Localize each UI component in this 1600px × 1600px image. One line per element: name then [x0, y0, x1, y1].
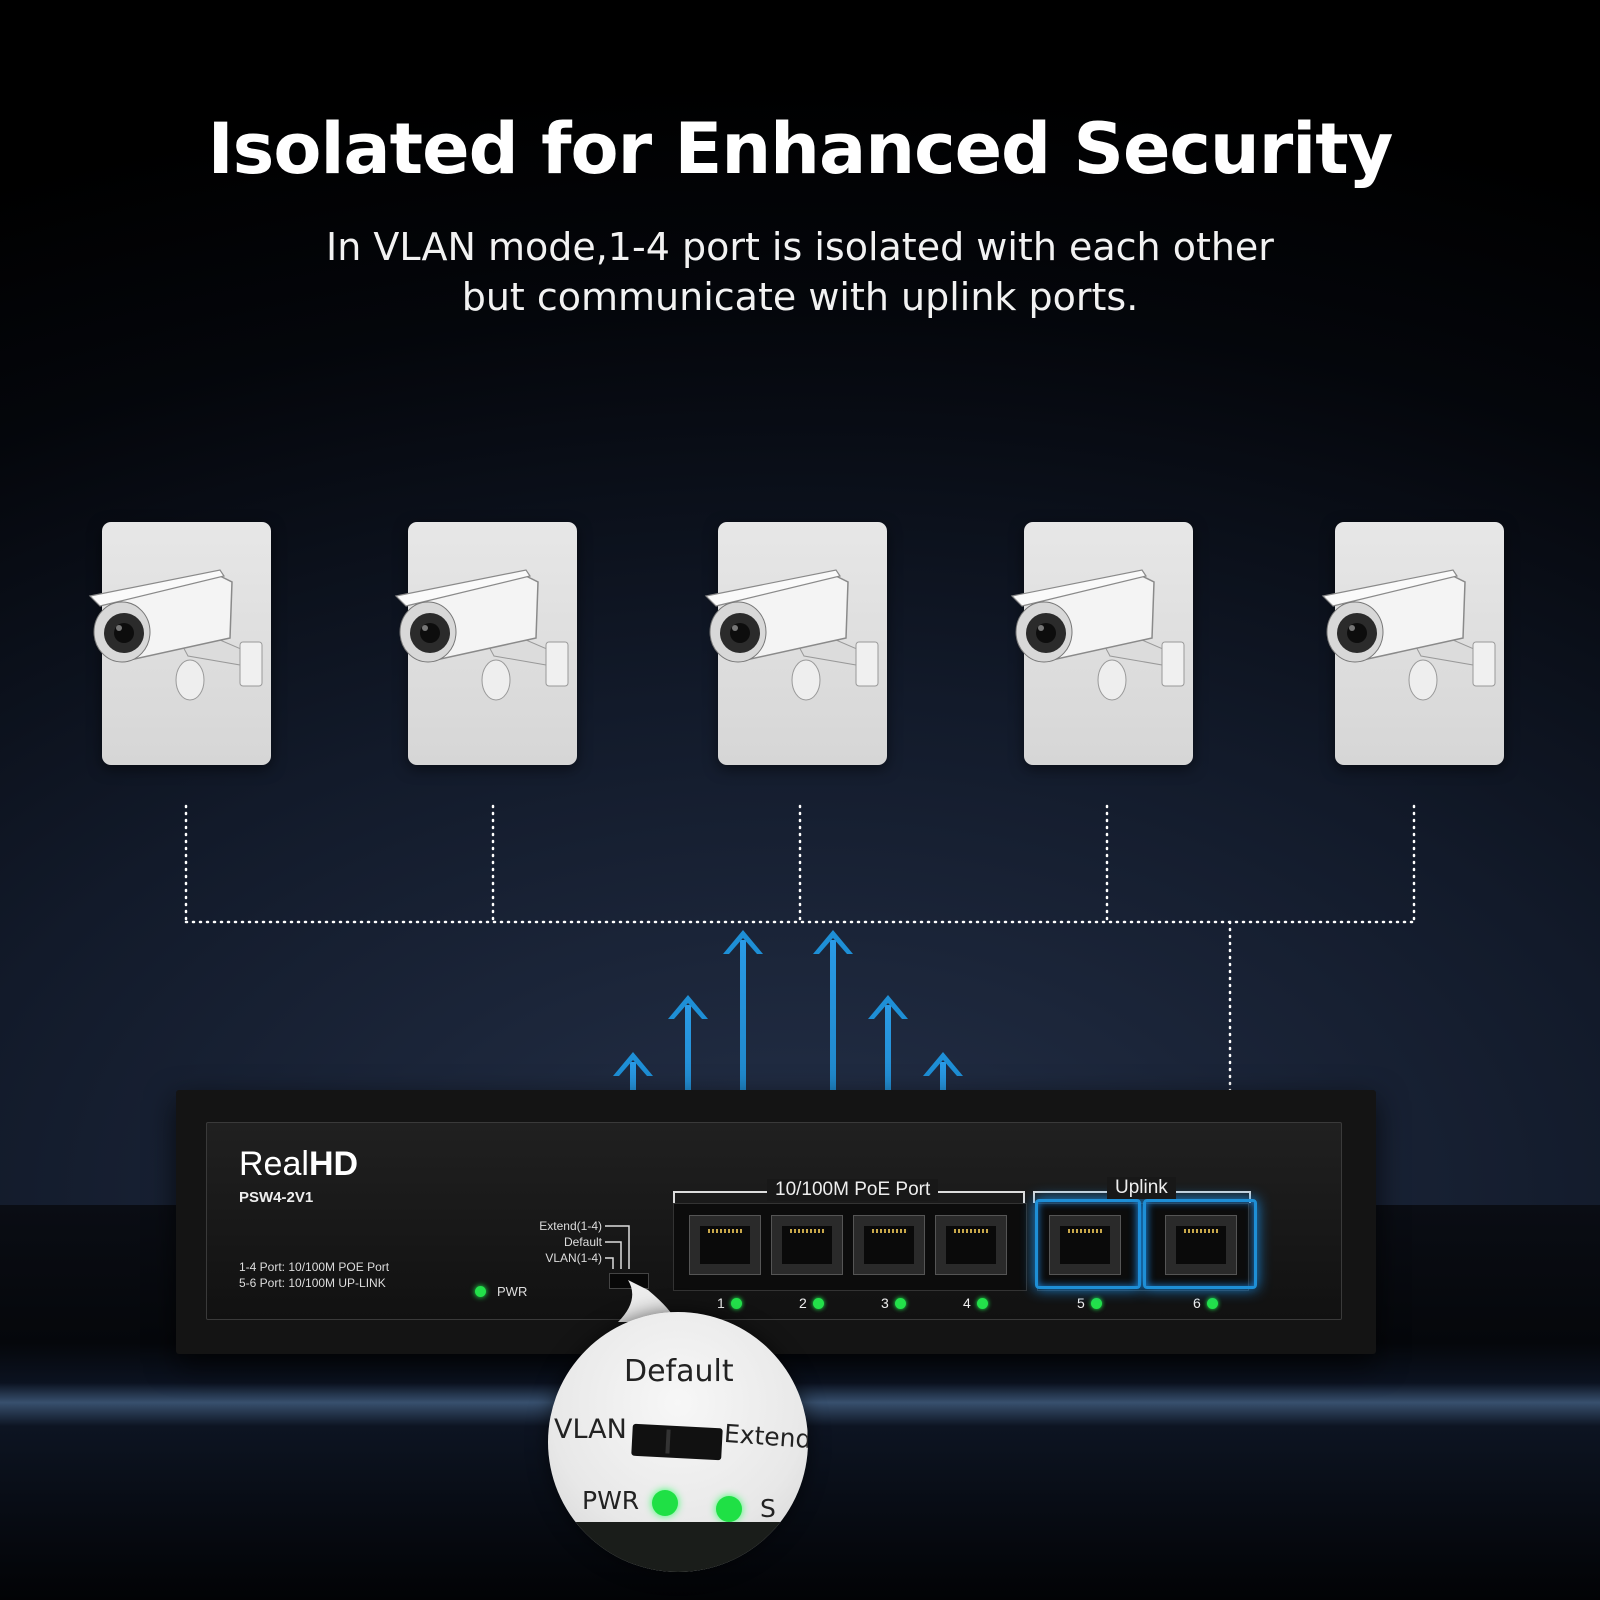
switch-front-panel: RealHD PSW4-2V1 1-4 Port: 10/100M POE Po… [206, 1122, 1342, 1320]
uplink-port-5[interactable] [1049, 1215, 1121, 1275]
zoom-status-led [716, 1496, 742, 1522]
poe-switch: RealHD PSW4-2V1 1-4 Port: 10/100M POE Po… [176, 1090, 1376, 1354]
uplink-glow-frame-6 [1143, 1199, 1257, 1289]
security-camera-icon [704, 569, 879, 701]
poe-port-4[interactable] [935, 1215, 1007, 1275]
camera-card-5 [1321, 522, 1504, 765]
uplink-glow-frame-5 [1035, 1199, 1141, 1289]
rj45-pins [1184, 1229, 1218, 1233]
port-number-3: 3 [881, 1295, 889, 1311]
security-camera-icon [394, 569, 569, 701]
poe-port-2[interactable] [771, 1215, 843, 1275]
zoom-label-extend: Extend [723, 1418, 808, 1455]
mode-switch-leader-lines [605, 1225, 630, 1269]
camera-card-3 [704, 522, 887, 765]
zoom-label-vlan: VLAN [554, 1414, 627, 1445]
pwr-led [475, 1286, 486, 1297]
mode-option-extend: Extend(1-4) [539, 1219, 602, 1233]
rj45-pins [708, 1229, 742, 1233]
port-led-6 [1207, 1298, 1218, 1309]
mode-switch-zoom-callout: Default VLAN Extend PWR S [548, 1312, 808, 1572]
poe-port-3[interactable] [853, 1215, 925, 1275]
camera-card-2 [394, 522, 577, 765]
mode-toggle-switch[interactable] [609, 1273, 649, 1289]
port-number-2: 2 [799, 1295, 807, 1311]
page-subtitle: In VLAN mode,1-4 port is isolated with e… [0, 222, 1600, 322]
port-number-1: 1 [717, 1295, 725, 1311]
zoom-label-default: Default [624, 1354, 734, 1389]
uplink-section-label: Uplink [1107, 1177, 1176, 1199]
security-camera-icon [88, 569, 263, 701]
subtitle-line-2: but communicate with uplink ports. [461, 275, 1139, 319]
poe-port-1[interactable] [689, 1215, 761, 1275]
spec-line-2: 5-6 Port: 10/100M UP-LINK [239, 1276, 386, 1290]
mode-option-default: Default [563, 1235, 602, 1249]
security-camera-icon [1321, 569, 1496, 701]
rj45-pins [872, 1229, 906, 1233]
subtitle-line-1: In VLAN mode,1-4 port is isolated with e… [326, 225, 1274, 269]
camera-card-4 [1010, 522, 1193, 765]
uplink-port-6[interactable] [1165, 1215, 1237, 1275]
pwr-label: PWR [497, 1284, 528, 1299]
rj45-pins [790, 1229, 824, 1233]
camera-card-1 [88, 522, 271, 765]
port-number-4: 4 [963, 1295, 971, 1311]
model-number: PSW4-2V1 [239, 1189, 314, 1206]
port-led-2 [813, 1298, 824, 1309]
security-camera-icon [1010, 569, 1185, 701]
zoom-pwr-led [652, 1490, 678, 1516]
zoom-panel-edge [548, 1522, 808, 1572]
page-title: Isolated for Enhanced Security [207, 108, 1394, 190]
port-led-5 [1091, 1298, 1102, 1309]
port-number-5: 5 [1077, 1295, 1085, 1311]
zoom-mode-toggle [631, 1423, 723, 1461]
port-number-6: 6 [1193, 1295, 1201, 1311]
poe-section-label: 10/100M PoE Port [767, 1179, 939, 1201]
port-led-3 [895, 1298, 906, 1309]
rj45-pins [954, 1229, 988, 1233]
rj45-pins [1068, 1229, 1102, 1233]
brand-logo-light: Real [239, 1145, 309, 1183]
port-led-1 [731, 1298, 742, 1309]
zoom-label-partial: S [760, 1494, 776, 1523]
brand-logo: RealHD [239, 1145, 358, 1184]
mode-option-vlan: VLAN(1-4) [545, 1251, 602, 1265]
port-led-4 [977, 1298, 988, 1309]
spec-line-1: 1-4 Port: 10/100M POE Port [239, 1260, 390, 1274]
zoom-label-pwr: PWR [582, 1486, 640, 1515]
brand-logo-bold: HD [308, 1145, 359, 1183]
